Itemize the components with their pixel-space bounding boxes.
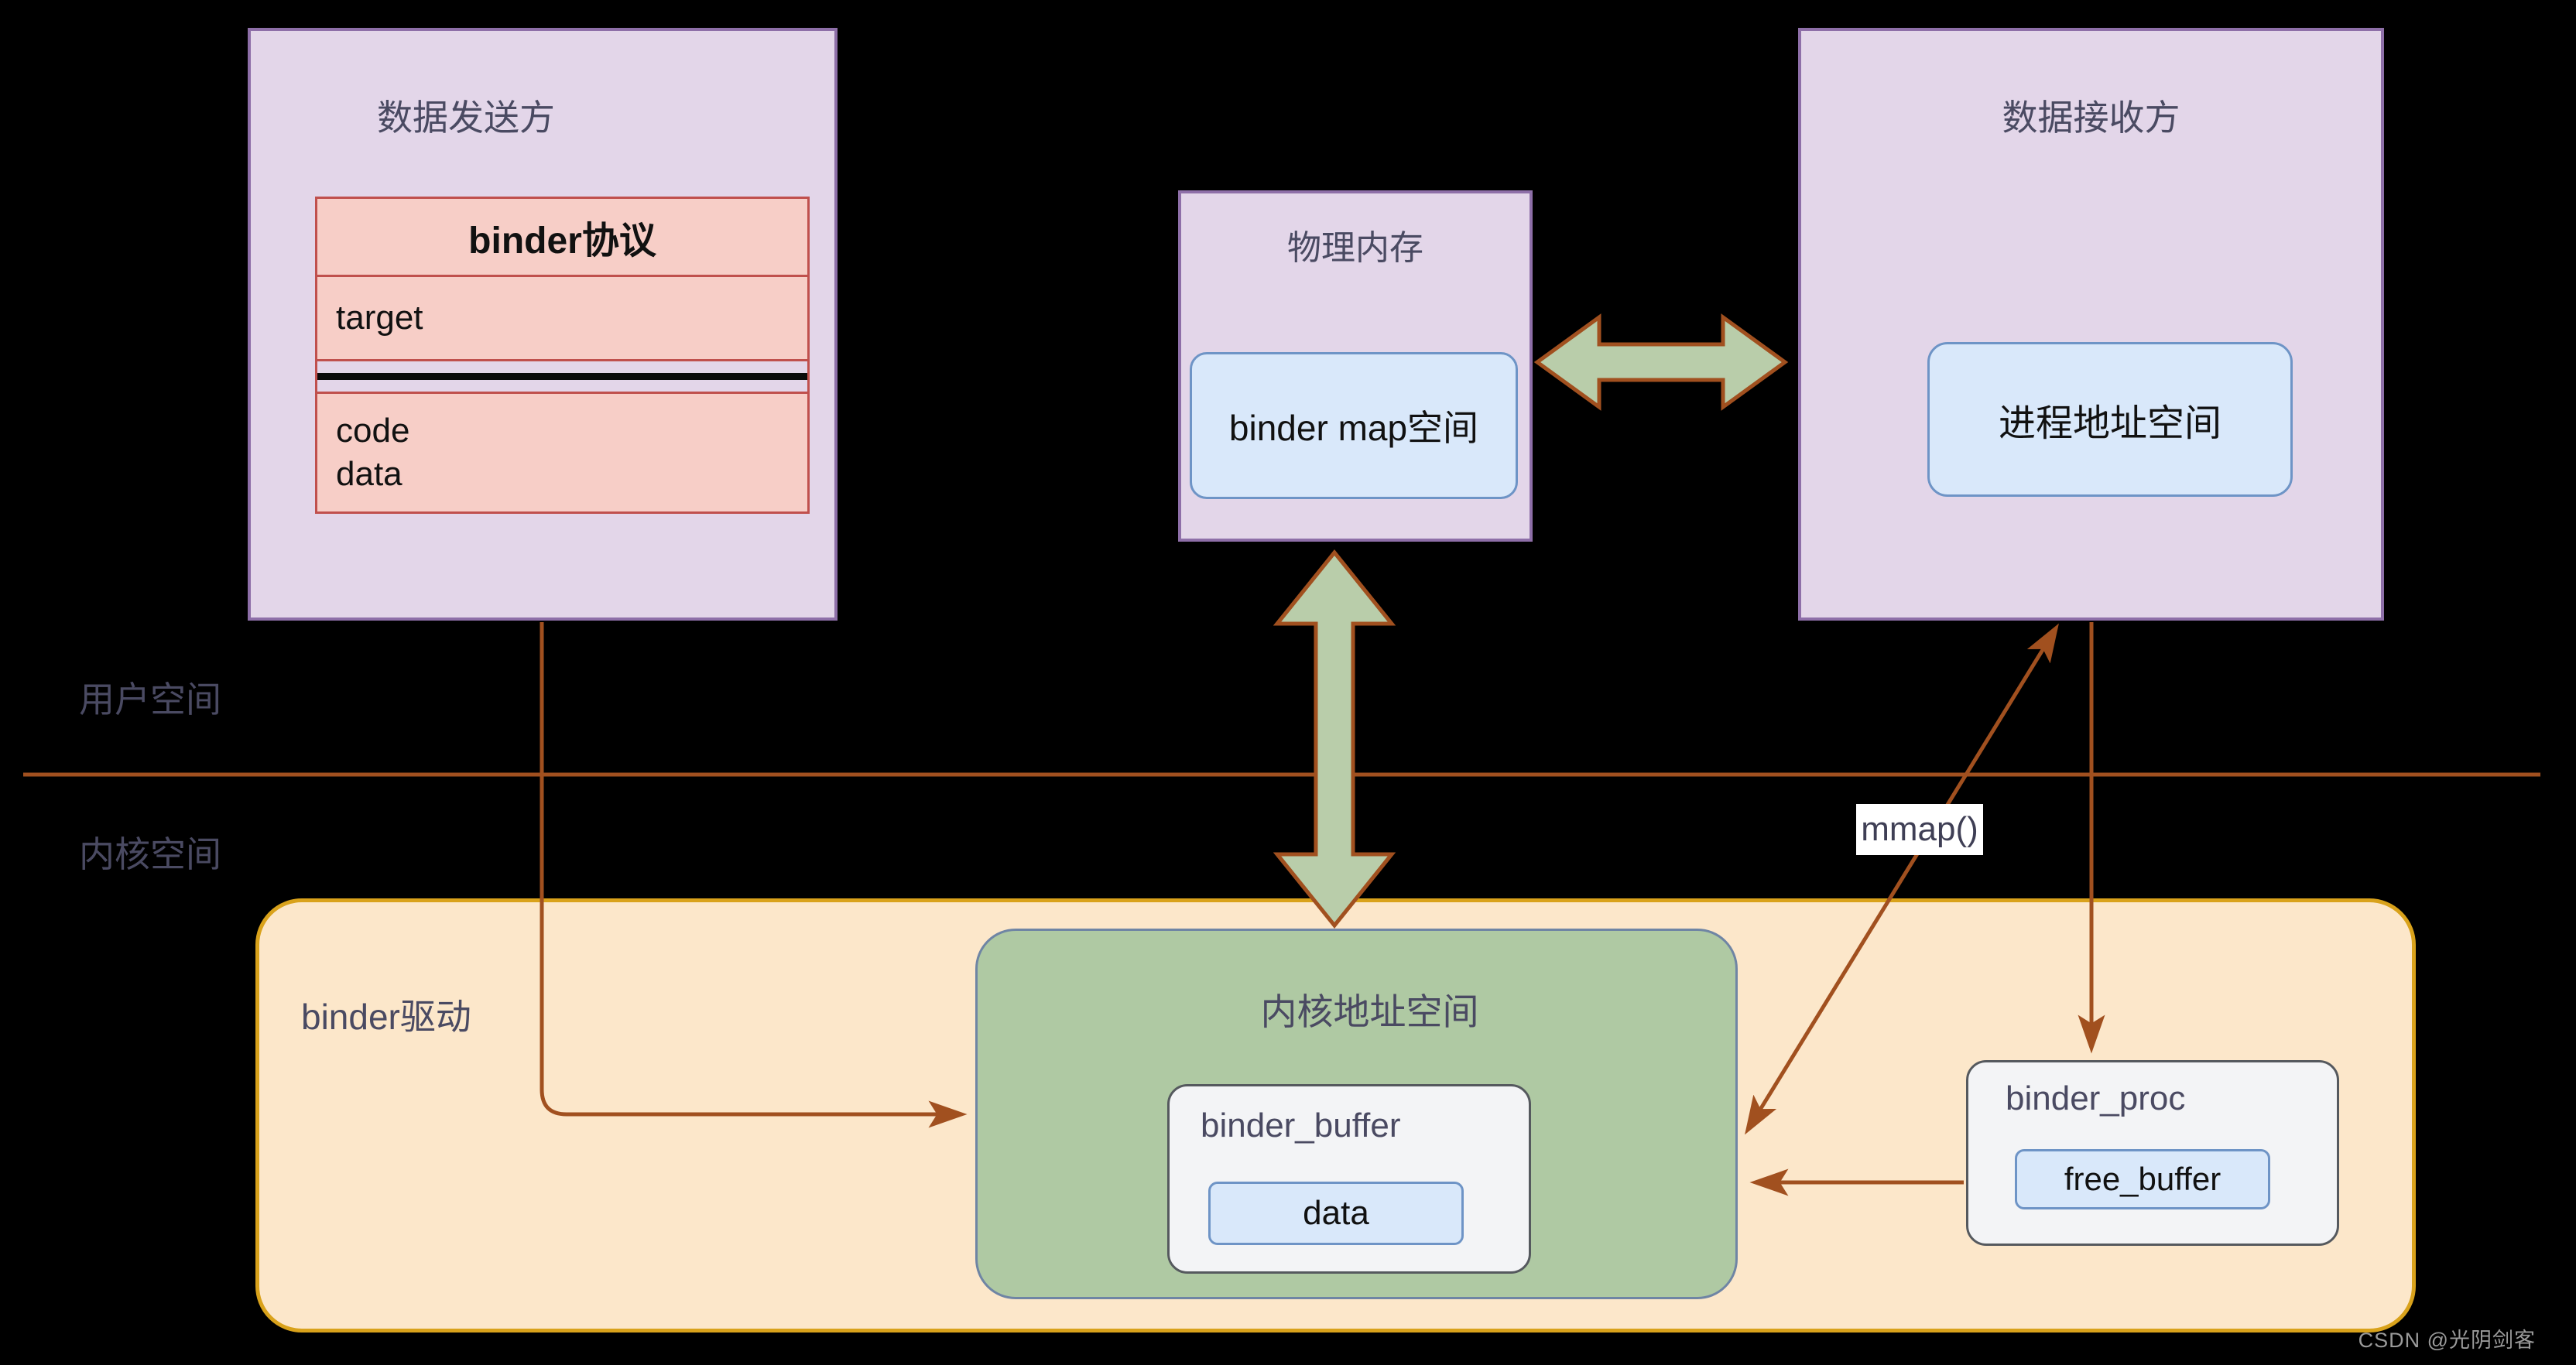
protocol-field-code: code xyxy=(336,411,410,450)
process-address-space-box: 进程地址空间 xyxy=(1927,342,2293,497)
double-arrow-physical-receiver xyxy=(1533,313,1789,411)
sender-panel: 数据发送方 binder协议 target code data xyxy=(248,28,838,621)
kernel-address-space-box: 内核地址空间 binder_buffer data xyxy=(975,929,1738,1299)
kernel-space-label: 内核空间 xyxy=(79,834,221,874)
binder-proc-box: binder_proc free_buffer xyxy=(1966,1060,2339,1246)
protocol-separator-bar xyxy=(317,373,807,380)
mmap-label: mmap() xyxy=(1856,804,1983,855)
protocol-row-code-data: code data xyxy=(317,394,807,511)
physical-memory-title: 物理内存 xyxy=(1287,229,1423,267)
binder-proc-label: binder_proc xyxy=(2006,1079,2186,1117)
binder-protocol-table: binder协议 target code data xyxy=(315,197,810,514)
binder-driver-label: binder驱动 xyxy=(301,997,471,1037)
double-arrow-physical-kernel xyxy=(1273,549,1396,929)
binder-buffer-box: binder_buffer data xyxy=(1167,1084,1531,1274)
free-buffer-box: free_buffer xyxy=(2015,1149,2270,1209)
protocol-row-target: target xyxy=(317,277,807,361)
watermark: CSDN @光阴剑客 xyxy=(2358,1329,2536,1352)
protocol-separator xyxy=(317,361,807,394)
binder-buffer-label: binder_buffer xyxy=(1201,1107,1401,1144)
protocol-field-data: data xyxy=(336,455,402,493)
binder-protocol-header: binder协议 xyxy=(317,199,807,277)
receiver-title: 数据接收方 xyxy=(2002,98,2180,138)
sender-title: 数据发送方 xyxy=(377,98,555,138)
data-box: data xyxy=(1208,1182,1464,1245)
binder-map-space-box: binder map空间 xyxy=(1190,352,1518,499)
user-space-label: 用户空间 xyxy=(79,679,221,720)
physical-memory-panel: 物理内存 binder map空间 xyxy=(1178,190,1533,542)
kernel-address-space-title: 内核地址空间 xyxy=(1260,991,1479,1032)
receiver-panel: 数据接收方 进程地址空间 xyxy=(1798,28,2384,621)
